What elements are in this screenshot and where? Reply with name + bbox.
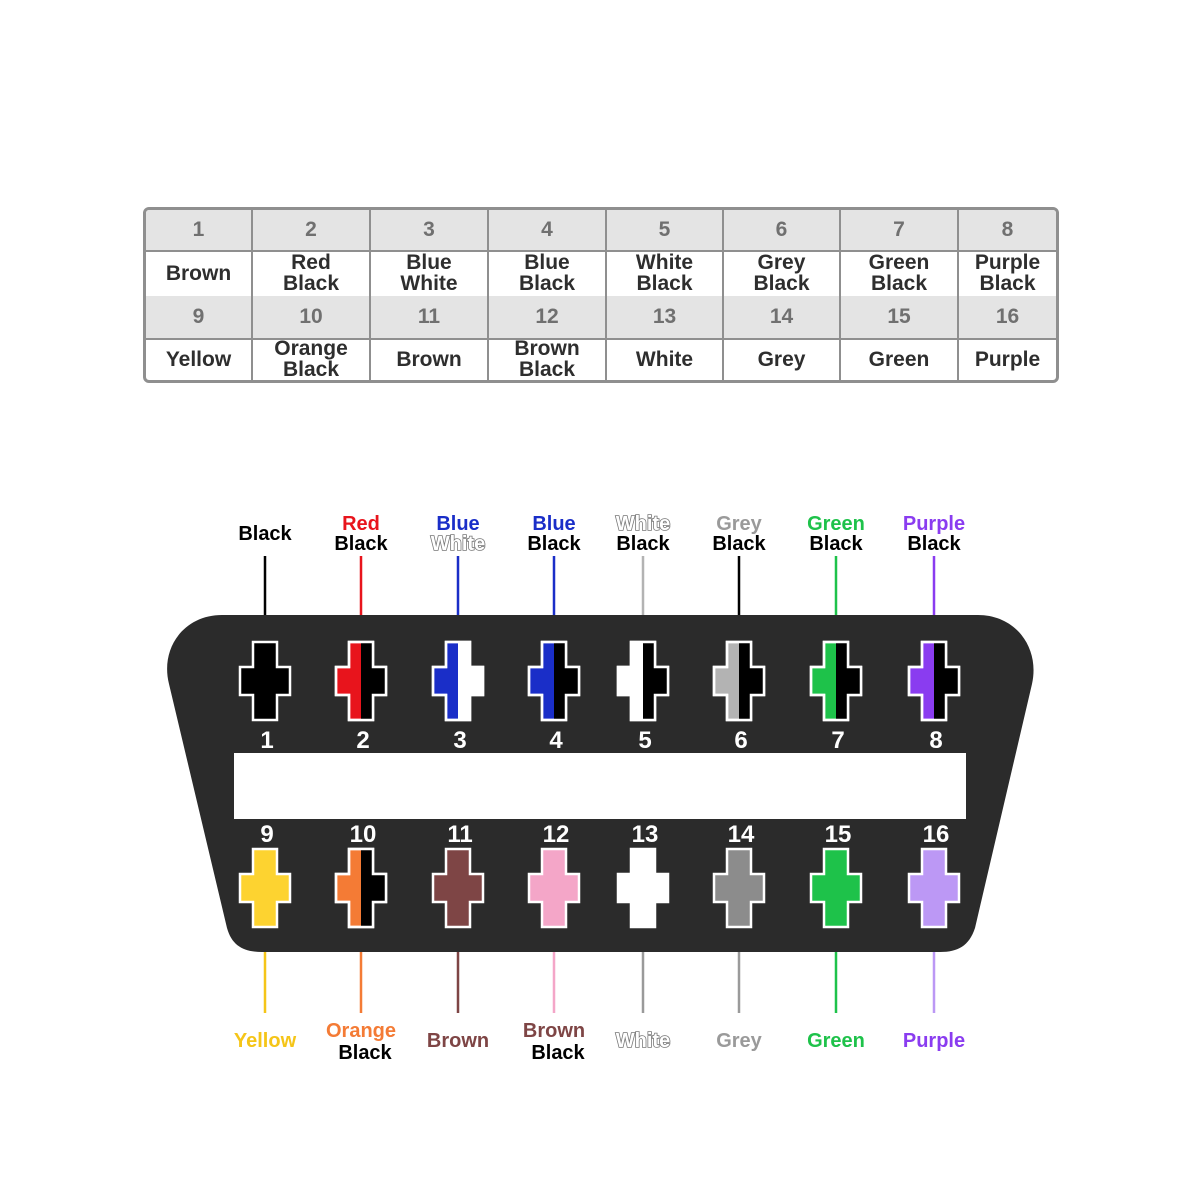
- table-cell-wire-color: White: [607, 338, 724, 380]
- wire-label-primary: Red: [342, 513, 380, 535]
- wire-label-primary: Grey: [716, 1030, 762, 1052]
- table-cell-wire-color: Purple: [974, 347, 1041, 371]
- table-cell-pin-number: 9: [146, 296, 253, 338]
- table-cell-pin-number: 16: [995, 305, 1020, 328]
- connector-center-slot: [234, 753, 966, 819]
- pin-number: 8: [929, 727, 942, 754]
- table-cell-pin-number: 14: [724, 296, 841, 338]
- wire-label-primary: Grey: [716, 513, 762, 535]
- wire-label-stripe: Black: [527, 533, 581, 555]
- wire-label-primary: Black: [238, 523, 292, 545]
- pin-outline: [616, 640, 670, 722]
- pin-outline: [527, 640, 581, 722]
- wire-label-primary: Green: [807, 513, 865, 535]
- table-cell-pin-number: 2: [253, 210, 371, 250]
- wire-label-primary: Brown: [523, 1020, 585, 1042]
- table-cell-pin-number: 15: [841, 296, 959, 338]
- pin-terminal: [616, 847, 670, 929]
- table-cell-pin-number: 7: [841, 210, 959, 250]
- pin-number: 4: [549, 727, 563, 754]
- pin-number: 10: [350, 821, 377, 848]
- pin-outline: [334, 847, 388, 929]
- table-cell-wire-color: Brown: [146, 250, 253, 296]
- table-cell-wire-color: Brown: [371, 338, 489, 380]
- table-number-row: 1 2 3 4 5 6 7 8: [146, 210, 1056, 252]
- wire-label-stripe: Black: [338, 1042, 392, 1064]
- pin-number: 5: [638, 727, 651, 754]
- table-cell-wire-color: Brown Black: [489, 338, 607, 380]
- labels-layer: 1Black2RedBlack3BlueWhite4BlueBlack5Whit…: [234, 512, 965, 1064]
- pin-outline: [907, 640, 961, 722]
- pin-outline: [431, 640, 485, 722]
- pin-number: 15: [825, 821, 852, 848]
- pin-number: 9: [260, 821, 273, 848]
- wire-label-stripe: Black: [531, 1042, 585, 1064]
- pins-layer: [238, 640, 961, 929]
- pin-terminal: [809, 847, 863, 929]
- table-cell-wire-color: Red Black: [253, 250, 371, 296]
- wire-label-primary: Yellow: [234, 1030, 297, 1052]
- pin-number: 11: [447, 821, 472, 848]
- pin-terminal: [431, 847, 485, 929]
- pin-outline: [334, 640, 388, 722]
- table-cell-wire-color: Purple Black: [974, 251, 1041, 295]
- table-cell-pin-number: 10: [253, 296, 371, 338]
- table-cell-wire-color: Green: [841, 338, 959, 380]
- pin-number: 14: [728, 821, 755, 848]
- pin-number: 16: [923, 821, 950, 848]
- table-cell-pin-number: 13: [607, 296, 724, 338]
- table-cell-wire-color: Grey Black: [724, 250, 841, 296]
- pin-terminal: [238, 847, 292, 929]
- pin-number: 12: [543, 821, 570, 848]
- pin-color-table: 1 2 3 4 5 6 7 8 Brown Red Black Blue Whi…: [143, 207, 1059, 383]
- table-cell-wire-color: Green Black: [841, 250, 959, 296]
- table-cell-pin-number: 12: [489, 296, 607, 338]
- pin-outline: [809, 640, 863, 722]
- wire-label-stripe: White: [431, 533, 485, 555]
- pin-number: 1: [260, 727, 273, 754]
- pin-number: 13: [632, 821, 659, 848]
- wire-label-primary: Brown: [427, 1030, 489, 1052]
- table-cell-wire-color: Grey: [724, 338, 841, 380]
- wire-label-primary: White: [616, 1030, 670, 1052]
- pin-terminal: [712, 847, 766, 929]
- pin-number: 3: [453, 727, 466, 754]
- wire-label-stripe: Black: [809, 533, 863, 555]
- pin-number: 7: [831, 727, 844, 754]
- pin-number: 6: [734, 727, 747, 754]
- wire-label-primary: Orange: [326, 1020, 396, 1042]
- table-cell-pin-number: 1: [146, 210, 253, 250]
- table-color-row: Yellow Orange Black Brown Brown Black Wh…: [146, 338, 1056, 380]
- wire-label-primary: White: [616, 513, 670, 535]
- pin-outline: [712, 640, 766, 722]
- wire-label-primary: Green: [807, 1030, 865, 1052]
- table-cell-wire-color: Blue White: [371, 250, 489, 296]
- wire-label-stripe: Black: [907, 533, 961, 555]
- table-cell-pin-number: 11: [371, 296, 489, 338]
- wire-label-primary: Purple: [903, 513, 965, 535]
- table-cell-wire-color: White Black: [607, 250, 724, 296]
- wire-label-primary: Blue: [436, 513, 479, 535]
- wire-label-primary: Purple: [903, 1030, 965, 1052]
- pin-terminal: [907, 847, 961, 929]
- pin-terminal: [238, 640, 292, 722]
- wire-label-primary: Blue: [532, 513, 575, 535]
- table-cell-pin-number: 4: [489, 210, 607, 250]
- table-cell-pin-number: 6: [724, 210, 841, 250]
- wire-label-stripe: Black: [712, 533, 766, 555]
- table-cell-wire-color: Orange Black: [253, 338, 371, 380]
- wire-label-stripe: Black: [616, 533, 670, 555]
- pin-terminal: [527, 847, 581, 929]
- wire-label-stripe: Black: [334, 533, 388, 555]
- table-cell-pin-number: 5: [607, 210, 724, 250]
- table-number-row: 9 10 11 12 13 14 15 16: [146, 296, 1056, 340]
- table-cell-pin-number: 8: [1001, 218, 1014, 241]
- table-cell-wire-color: Blue Black: [489, 250, 607, 296]
- table-cell-wire-color: Yellow: [146, 338, 253, 380]
- table-cell-pin-number: 3: [371, 210, 489, 250]
- pin-number: 2: [356, 727, 369, 754]
